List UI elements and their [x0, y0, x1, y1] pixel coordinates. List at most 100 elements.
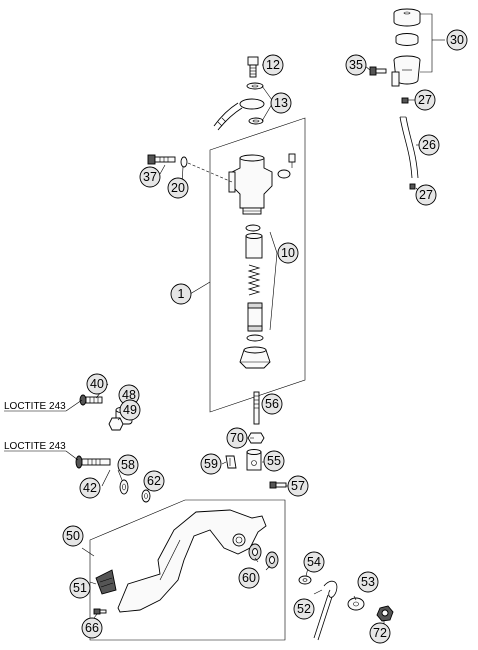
banjo-bolt [247, 56, 259, 78]
callout-60-label: 60 [242, 571, 256, 585]
callout-27-bottom: 27 [415, 184, 437, 206]
hose-fitting [277, 153, 296, 179]
callout-72: 72 [369, 622, 391, 644]
callout-53: 53 [357, 571, 379, 593]
callout-20-label: 20 [171, 181, 185, 195]
return-spring [313, 580, 338, 641]
callout-40: 40 [86, 373, 108, 395]
callout-26-label: 26 [422, 138, 436, 152]
callout-57: 57 [287, 475, 309, 497]
callout-57-label: 57 [291, 479, 305, 493]
hose-clamp-top [401, 97, 409, 104]
master-cylinder-body [228, 154, 273, 215]
piston-sleeve [245, 233, 263, 259]
clevis [246, 449, 262, 471]
callout-10: 10 [277, 242, 299, 264]
callout-13-label: 13 [274, 96, 288, 110]
callout-13: 13 [270, 92, 292, 114]
stop-nut [108, 417, 124, 431]
mounting-bolt [147, 154, 176, 165]
pedal-tip-screw [93, 608, 107, 615]
callout-58: 58 [117, 454, 139, 476]
callout-70: 70 [226, 427, 248, 449]
callout-51-label: 51 [73, 581, 87, 595]
sealing-washers [246, 82, 264, 125]
callout-27-top: 27 [414, 89, 436, 111]
piston-seal [246, 334, 264, 342]
pedal-tip [95, 569, 117, 595]
piston-spring [247, 264, 261, 296]
leader-lines [81, 64, 421, 626]
callout-62: 62 [143, 470, 165, 492]
callout-53-label: 53 [361, 575, 375, 589]
callout-72-label: 72 [373, 626, 387, 640]
callout-49: 49 [119, 399, 141, 421]
return-spring-washer [298, 575, 312, 585]
callout-1-label: 1 [178, 287, 185, 301]
callout-42-label: 42 [83, 481, 97, 495]
callout-27-bottom-label: 27 [419, 188, 433, 202]
callout-55-label: 55 [267, 454, 281, 468]
pedal-nut [376, 605, 394, 622]
callout-10-label: 10 [281, 246, 295, 260]
callout-54: 54 [303, 551, 325, 573]
pedal-pivot-bolt [75, 455, 111, 469]
reservoir-hose [399, 116, 419, 179]
callout-59: 59 [200, 453, 222, 475]
reservoir-cap [393, 8, 421, 27]
callout-12: 12 [262, 54, 284, 76]
pivot-washer [119, 479, 129, 495]
loctite-label-upper: LOCTITE 243 [4, 401, 66, 412]
reservoir-screw [369, 66, 387, 76]
callout-62-label: 62 [147, 474, 161, 488]
pedal-bearings [248, 543, 279, 569]
master-cylinder-frame [209, 117, 306, 413]
callout-56-label: 56 [265, 397, 279, 411]
reservoir-body [391, 55, 421, 87]
callout-20: 20 [167, 177, 189, 199]
callout-30-label: 30 [450, 33, 464, 47]
mounting-washer [180, 156, 188, 168]
callout-40-label: 40 [90, 377, 104, 391]
reservoir-diaphragm [395, 33, 419, 46]
callout-49-label: 49 [123, 403, 137, 417]
callout-52-label: 52 [297, 602, 311, 616]
spring-washer [347, 597, 365, 611]
callout-58-label: 58 [121, 458, 135, 472]
callout-30: 30 [446, 29, 468, 51]
brake-pedal [117, 509, 267, 613]
brake-line [213, 98, 265, 131]
callout-27-top-label: 27 [418, 93, 432, 107]
callout-50: 50 [62, 525, 84, 547]
loctite-leaders [4, 399, 83, 461]
callout-35: 35 [345, 54, 367, 76]
hose-clamp-bottom [409, 183, 416, 190]
callout-42: 42 [79, 477, 101, 499]
callout-48-label: 48 [122, 388, 136, 402]
safety-clip [225, 455, 237, 469]
reservoir-bracket [420, 13, 433, 73]
callout-26: 26 [418, 134, 440, 156]
callout-12-label: 12 [266, 58, 280, 72]
callout-35-label: 35 [349, 58, 363, 72]
callout-37: 37 [139, 166, 161, 188]
callout-60: 60 [238, 567, 260, 589]
piston [247, 302, 263, 332]
callout-59-label: 59 [204, 457, 218, 471]
spacer-washer [141, 489, 151, 503]
stop-screw [79, 394, 103, 406]
callout-66: 66 [81, 617, 103, 639]
push-rod [253, 391, 260, 425]
callout-51: 51 [69, 577, 91, 599]
callout-50-label: 50 [66, 529, 80, 543]
callout-54-label: 54 [307, 555, 321, 569]
callout-1: 1 [170, 283, 192, 305]
callout-56: 56 [261, 393, 283, 415]
callout-55: 55 [263, 450, 285, 472]
o-ring [245, 224, 261, 232]
lock-nut [247, 432, 265, 444]
callout-70-label: 70 [230, 431, 244, 445]
clevis-pin [269, 481, 287, 489]
